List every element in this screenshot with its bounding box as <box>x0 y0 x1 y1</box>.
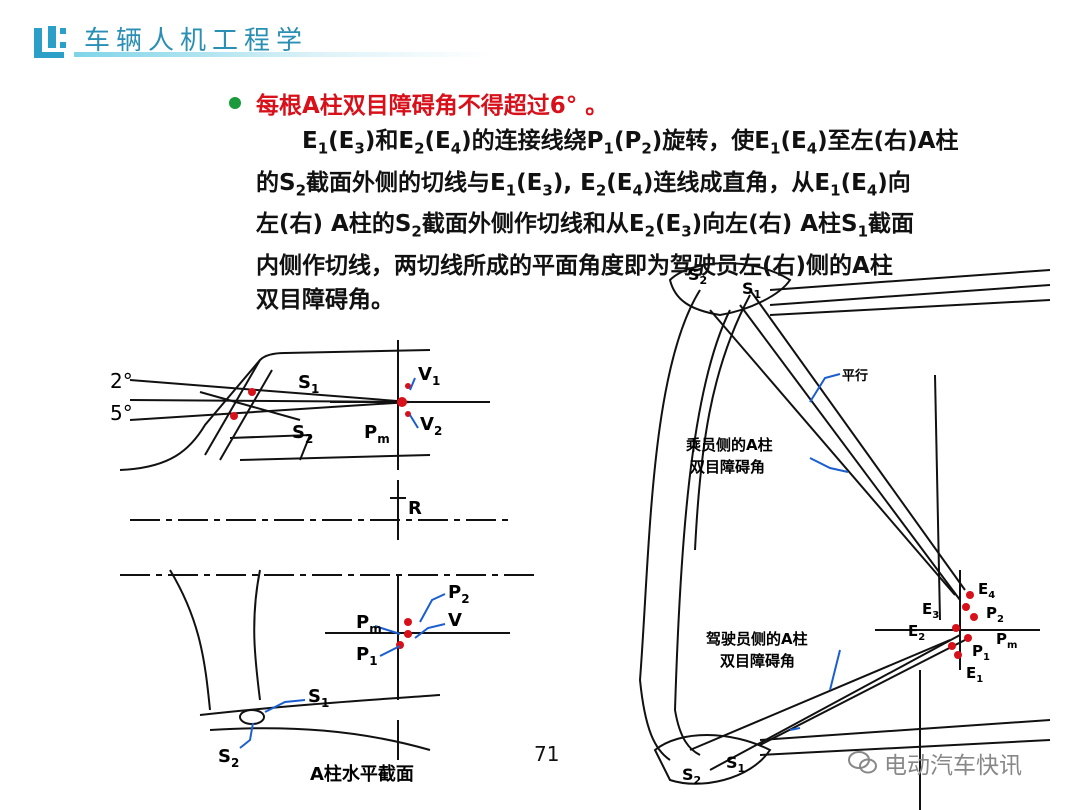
header-divider <box>74 52 494 57</box>
svg-text:Pm: Pm <box>356 612 382 636</box>
description-line: 的S2截面外侧的切线与E1(E3), E2(E4)连线成直角，从E1(E4)向 <box>256 169 911 200</box>
svg-text:S1: S1 <box>298 372 319 396</box>
description-line: 内侧作切线，两切线所成的平面角度即为驾驶员左(右)侧的A柱 <box>256 252 893 279</box>
svg-text:E1: E1 <box>966 664 983 685</box>
svg-text:S2: S2 <box>682 765 701 787</box>
driver-angle-label-2: 双目障碍角 <box>720 652 795 670</box>
svg-text:E3: E3 <box>922 600 939 621</box>
svg-text:P2: P2 <box>448 582 470 606</box>
svg-text:S1: S1 <box>726 753 745 775</box>
wechat-icon <box>848 751 877 774</box>
svg-text:Pm: Pm <box>364 422 390 446</box>
a-pillar-section-diagram: 2° 5° S1 S2 V1 V2 Pm R P2 Pm V P1 S1 S2 … <box>110 340 540 785</box>
svg-text:E2: E2 <box>908 622 925 643</box>
svg-text:R: R <box>408 498 422 519</box>
svg-text:V2: V2 <box>420 414 442 438</box>
header-title: 车辆人机工程学 <box>84 26 309 56</box>
svg-text:P1: P1 <box>356 644 378 668</box>
watermark: 电动汽车快讯 <box>848 746 1022 780</box>
logo-icon <box>34 26 66 58</box>
svg-text:V: V <box>448 610 462 631</box>
svg-text:Pm: Pm <box>996 630 1017 651</box>
svg-text:E4: E4 <box>978 580 995 601</box>
angle-5-label: 5° <box>110 401 133 425</box>
svg-text:S2: S2 <box>218 746 239 770</box>
figure-caption: A柱水平截面 <box>310 763 414 785</box>
description-line: 双目障碍角。 <box>256 286 394 313</box>
driver-angle-label-1: 驾驶员侧的A柱 <box>706 630 808 648</box>
svg-text:P2: P2 <box>986 604 1004 625</box>
description-paragraph: E1(E3)和E2(E4)的连接线绕P1(P2)旋转，使E1(E4)至左(右)A… <box>256 124 1026 317</box>
description-line: 左(右) A柱的S2截面外侧作切线和从E2(E3)向左(右) A柱S1截面 <box>256 211 915 241</box>
passenger-angle-label-2: 双目障碍角 <box>690 458 765 476</box>
bullet-icon <box>229 97 241 109</box>
binocular-obstruction-diagram: S2 S1 平行 乘员侧的A柱 双目障碍角 驾驶员侧的A柱 双目障碍角 S2 S… <box>638 262 1051 810</box>
page-number: 71 <box>534 742 560 766</box>
angle-2-label: 2° <box>110 369 133 393</box>
svg-text:S1: S1 <box>308 686 329 710</box>
parallel-label: 平行 <box>842 368 868 384</box>
svg-text:S2: S2 <box>688 265 707 287</box>
rule-text: 每根A柱双目障碍角不得超过6° 。 <box>256 93 609 119</box>
description-line: E1(E3)和E2(E4)的连接线绕P1(P2)旋转，使E1(E4)至左(右)A… <box>302 128 959 158</box>
svg-text:S1: S1 <box>742 279 761 301</box>
watermark-text: 电动汽车快讯 <box>884 753 1022 779</box>
svg-text:V1: V1 <box>418 364 440 388</box>
passenger-angle-label-1: 乘员侧的A柱 <box>685 436 773 454</box>
svg-text:S2: S2 <box>292 422 313 446</box>
svg-text:P1: P1 <box>972 642 990 663</box>
